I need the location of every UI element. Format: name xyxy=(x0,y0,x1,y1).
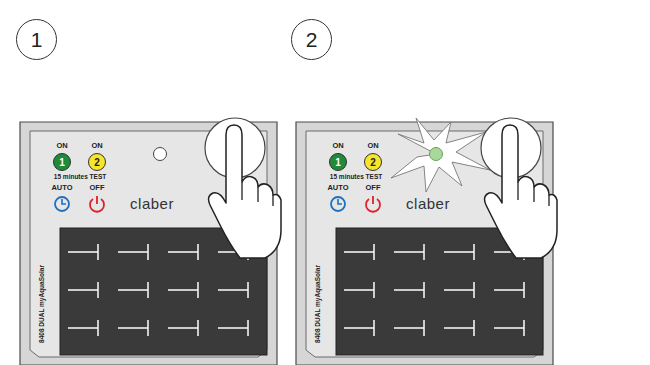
zone-number: 1 xyxy=(335,157,341,168)
zone-number: 2 xyxy=(370,157,376,168)
model-label: 8408 DUAL myAquaSolar xyxy=(39,265,46,343)
test-label: 15 minutes TEST xyxy=(330,174,382,181)
callout-number: 2 xyxy=(306,28,318,52)
callout-circle: 1 xyxy=(16,19,57,60)
controller-panel: ON ON 15 minutes TEST AUTO OFF claber 8408 DUA… xyxy=(296,122,553,365)
switch-label: ON xyxy=(332,142,343,150)
mode-label: OFF xyxy=(90,184,105,192)
switch-label: ON xyxy=(91,142,102,150)
model-label: 8408 DUAL myAquaSolar xyxy=(315,265,322,343)
switch-label: ON xyxy=(56,142,67,150)
controller-panel: ON ON 15 minutes TEST AUTO OFF claber 8408 DUA… xyxy=(20,122,277,365)
mode-label: AUTO xyxy=(51,184,72,192)
test-label: 15 minutes TEST xyxy=(54,174,106,181)
brand-logo: claber xyxy=(406,196,450,211)
controller-panel xyxy=(296,118,557,365)
zone-button: 1 xyxy=(329,153,347,171)
callout-number: 1 xyxy=(31,28,43,52)
zone-button: 2 xyxy=(88,153,106,171)
controller-panel xyxy=(20,118,281,365)
zone-number: 1 xyxy=(59,157,65,168)
callout-circle: 2 xyxy=(291,19,332,60)
zone-button: 2 xyxy=(364,153,382,171)
brand-logo: claber xyxy=(130,196,174,211)
mode-label: OFF xyxy=(366,184,381,192)
zone-number: 2 xyxy=(94,157,100,168)
mode-label: AUTO xyxy=(327,184,348,192)
switch-label: ON xyxy=(367,142,378,150)
zone-button: 1 xyxy=(53,153,71,171)
